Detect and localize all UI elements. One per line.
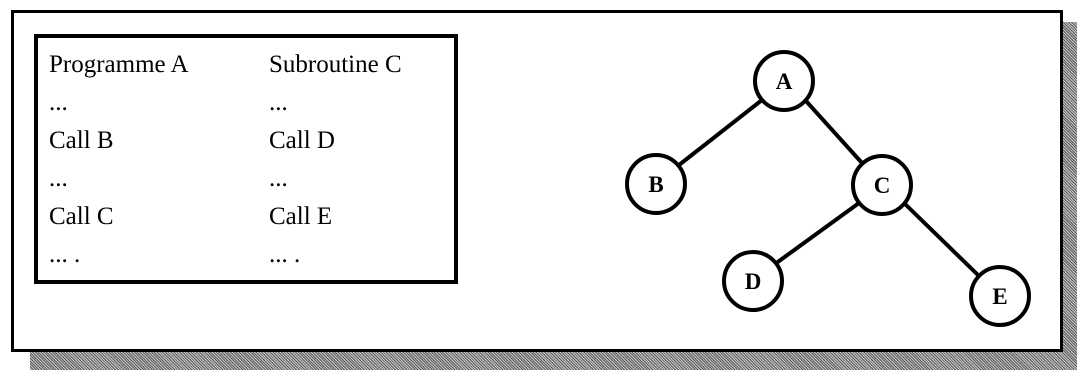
code-listing-box: Programme A ... Call B ... Call C ... . … [34, 34, 458, 284]
node-c [851, 154, 913, 216]
programme-a-title: Programme A [49, 51, 189, 78]
subroutine-c-title: Subroutine C [269, 51, 402, 78]
subroutine-c-ellipsis: ... [269, 89, 288, 116]
subroutine-c-call-d: Call D [269, 127, 335, 154]
subroutine-c-column: Subroutine C ... Call D ... Call E ... . [269, 46, 402, 274]
programme-a-call-b: Call B [49, 127, 114, 154]
subroutine-c-call-e: Call E [269, 203, 333, 230]
node-a-label: A [776, 69, 793, 94]
programme-a-ellipsis: ... [49, 165, 68, 192]
node-c-label: C [874, 173, 891, 198]
node-d [722, 250, 784, 312]
node-e-label: E [992, 284, 1007, 309]
node-d-label: D [745, 269, 762, 294]
node-e [969, 265, 1031, 327]
subroutine-c-ellipsis: ... [269, 165, 288, 192]
node-b-label: B [648, 172, 663, 197]
edge-c-e [902, 201, 981, 278]
programme-a-column: Programme A ... Call B ... Call C ... . [49, 46, 189, 274]
edge-c-d [773, 201, 861, 266]
edge-a-b [677, 98, 764, 167]
programme-a-ellipsis: ... [49, 89, 68, 116]
node-b [625, 153, 687, 215]
programme-a-end: ... . [49, 241, 81, 268]
edge-a-c [804, 99, 864, 165]
programme-a-call-c: Call C [49, 203, 114, 230]
subroutine-c-end: ... . [269, 241, 301, 268]
node-a [753, 50, 815, 112]
